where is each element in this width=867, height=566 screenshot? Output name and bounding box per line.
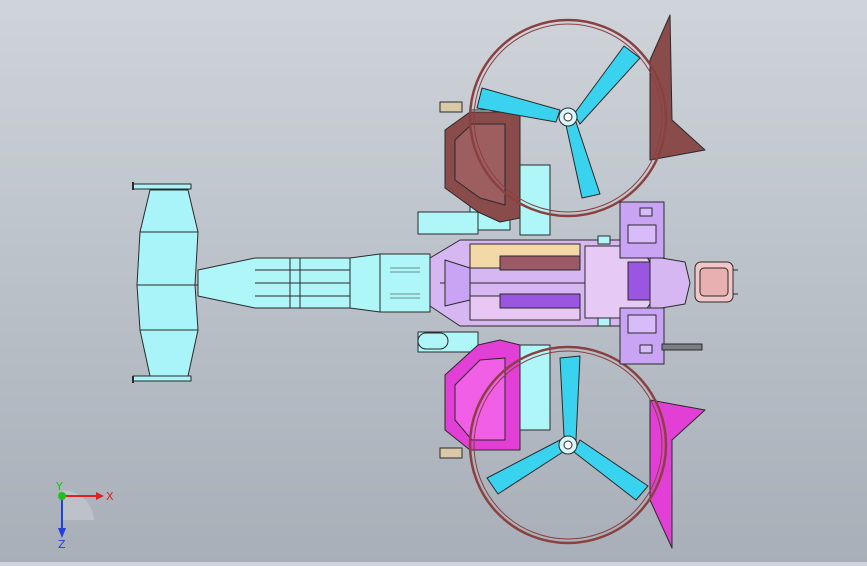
z-axis-arrow <box>58 528 66 538</box>
stub-tubes <box>417 235 611 350</box>
nose-sensor[interactable] <box>694 261 738 303</box>
triad-quadrant <box>62 489 94 520</box>
y-axis-label: Y <box>55 480 63 493</box>
upper-side-pod[interactable] <box>619 201 665 259</box>
lower-rotor-blades[interactable] <box>486 355 649 501</box>
tail-boom[interactable] <box>197 253 431 313</box>
nose-gun[interactable] <box>661 343 703 351</box>
upper-duct-fin[interactable] <box>649 14 706 161</box>
y-axis-dot <box>58 492 66 500</box>
lower-duct[interactable] <box>468 345 668 545</box>
lower-side-pod[interactable] <box>619 307 665 365</box>
fuselage[interactable] <box>429 239 691 327</box>
lower-duct-fin[interactable] <box>649 399 706 549</box>
x-axis-label: X <box>106 490 114 503</box>
x-axis-arrow <box>96 492 104 500</box>
z-axis-label: Z <box>58 538 66 550</box>
upper-rotor-blades[interactable] <box>476 45 641 199</box>
axis-triad: X Y Z <box>55 480 114 550</box>
tail-fin[interactable] <box>132 182 199 383</box>
upper-duct[interactable] <box>468 18 668 218</box>
